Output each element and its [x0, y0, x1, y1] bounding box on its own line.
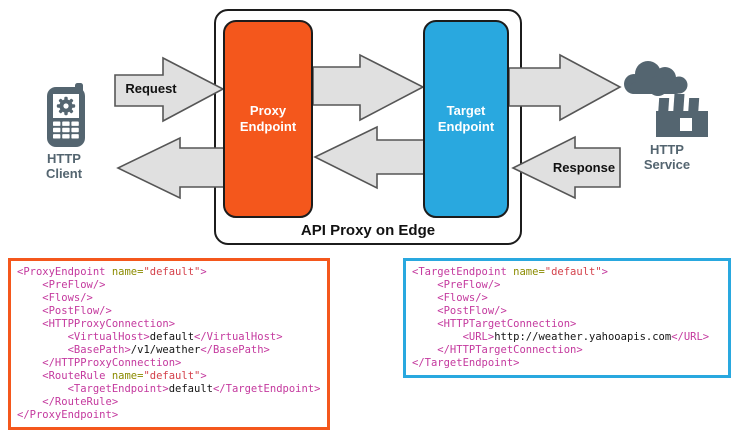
code-line: <PostFlow/> — [17, 305, 321, 318]
code-line: <PreFlow/> — [17, 279, 321, 292]
code-token: <ProxyEndpoint — [17, 266, 112, 278]
code-line: <BasePath>/v1/weather</BasePath> — [17, 344, 321, 357]
code-token: default — [168, 383, 213, 395]
code-token: name= — [111, 266, 144, 278]
code-line: </RouteRule> — [17, 396, 321, 409]
code-token: </VirtualHost> — [194, 331, 283, 343]
code-token: </RouteRule> — [17, 396, 119, 408]
http-service-label-line1: HTTP — [650, 142, 684, 157]
target-endpoint-label: Target Endpoint — [438, 103, 494, 135]
code-line: <HTTPTargetConnection> — [412, 318, 722, 331]
code-line: <URL>http://weather.yahooapis.com</URL> — [412, 331, 722, 344]
code-token: </URL> — [671, 331, 710, 343]
target-endpoint-xml-block: <TargetEndpoint name="default"> <PreFlow… — [403, 258, 731, 378]
code-token: <Flows/> — [17, 292, 93, 304]
code-line: <PostFlow/> — [412, 305, 722, 318]
response-to-client-arrow — [116, 136, 226, 200]
code-token: <HTTPProxyConnection> — [17, 318, 176, 330]
target-endpoint-box: Target Endpoint — [423, 20, 509, 218]
code-token: <RouteRule — [17, 370, 112, 382]
code-token: > — [601, 266, 608, 278]
smoke-cloud-icon — [624, 61, 688, 96]
code-token: name= — [513, 266, 545, 278]
code-line: <HTTPProxyConnection> — [17, 318, 321, 331]
code-token: <PreFlow/> — [412, 279, 501, 291]
code-line: <RouteRule name="default"> — [17, 370, 321, 383]
target-to-service-arrow — [508, 53, 622, 122]
code-token: "default" — [143, 370, 201, 382]
code-line: <Flows/> — [17, 292, 321, 305]
factory-icon — [624, 61, 708, 137]
code-token: http://weather.yahooapis.com — [494, 331, 672, 343]
code-token: <HTTPTargetConnection> — [412, 318, 577, 330]
http-client-label-line1: HTTP — [47, 151, 81, 166]
gear-icon — [56, 96, 76, 116]
code-token: <PostFlow/> — [17, 305, 112, 317]
code-line: <TargetEndpoint name="default"> — [412, 266, 722, 279]
response-arrow — [511, 135, 621, 200]
mobile-phone-icon — [47, 83, 85, 147]
request-arrow — [114, 56, 225, 123]
container-title: API Proxy on Edge — [300, 222, 436, 239]
code-token: </TargetEndpoint> — [412, 357, 520, 369]
code-token: </ProxyEndpoint> — [17, 409, 119, 421]
code-line: <Flows/> — [412, 292, 722, 305]
code-token: <BasePath> — [17, 344, 131, 356]
code-token: <TargetEndpoint — [412, 266, 514, 278]
code-token: <URL> — [412, 331, 495, 343]
target-to-proxy-arrow — [313, 125, 426, 190]
target-endpoint-label-line2: Endpoint — [437, 119, 495, 134]
code-token: name= — [111, 370, 144, 382]
code-token: > — [200, 370, 207, 382]
proxy-endpoint-label-line1: Proxy — [249, 103, 287, 118]
response-label: Response — [552, 160, 616, 175]
code-token: /v1/weather — [130, 344, 201, 356]
code-token: <PreFlow/> — [17, 279, 106, 291]
proxy-to-target-arrow — [312, 53, 425, 122]
code-line: </TargetEndpoint> — [412, 357, 722, 370]
code-token: > — [200, 266, 207, 278]
proxy-endpoint-label: Proxy Endpoint — [240, 103, 296, 135]
http-client-label-line2: Client — [45, 166, 83, 181]
flow-arrows — [114, 53, 622, 200]
code-line: </HTTPProxyConnection> — [17, 357, 321, 370]
target-endpoint-label-line1: Target — [446, 103, 486, 118]
code-line: <TargetEndpoint>default</TargetEndpoint> — [17, 383, 321, 396]
code-line: </HTTPTargetConnection> — [412, 344, 722, 357]
code-token: default — [149, 331, 195, 343]
code-token: </HTTPTargetConnection> — [412, 344, 583, 356]
http-client-label: HTTP Client — [29, 151, 99, 181]
code-token: </BasePath> — [200, 344, 270, 356]
proxy-endpoint-box: Proxy Endpoint — [223, 20, 313, 218]
code-token: <PostFlow/> — [412, 305, 507, 317]
code-line: </ProxyEndpoint> — [17, 409, 321, 422]
code-token: "default" — [143, 266, 201, 278]
http-service-label: HTTP Service — [630, 142, 704, 172]
code-line: <ProxyEndpoint name="default"> — [17, 266, 321, 279]
proxy-endpoint-label-line2: Endpoint — [239, 119, 297, 134]
request-label: Request — [125, 81, 177, 96]
code-token: <VirtualHost> — [17, 331, 150, 343]
code-token: <Flows/> — [412, 292, 488, 304]
http-service-label-line2: Service — [643, 157, 691, 172]
proxy-endpoint-xml-block: <ProxyEndpoint name="default"> <PreFlow/… — [8, 258, 330, 430]
code-token: <TargetEndpoint> — [17, 383, 169, 395]
code-line: <VirtualHost>default</VirtualHost> — [17, 331, 321, 344]
code-line: <PreFlow/> — [412, 279, 722, 292]
code-token: "default" — [544, 266, 602, 278]
code-token: </TargetEndpoint> — [212, 383, 321, 395]
code-token: </HTTPProxyConnection> — [17, 357, 182, 369]
